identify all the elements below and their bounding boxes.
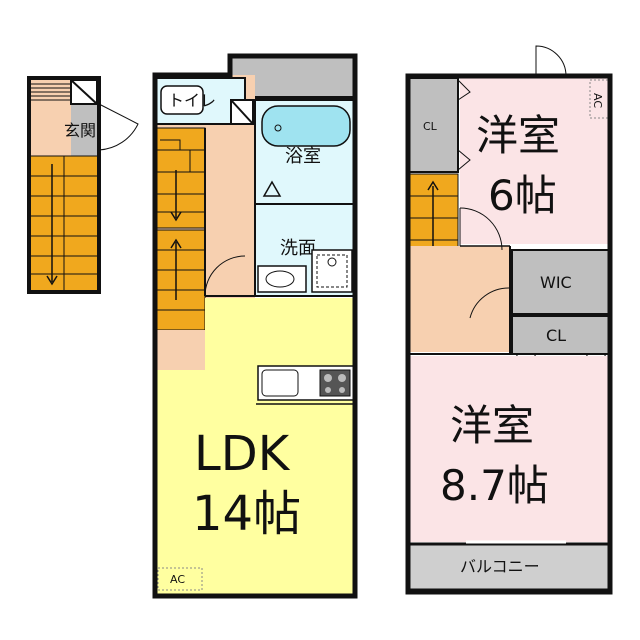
upper-room-door [535, 45, 567, 77]
stove [319, 369, 351, 397]
bath-label: 浴室 [285, 146, 321, 167]
western-room-1-label-line1: 洋室 [476, 111, 560, 160]
entrance-door-swing [98, 103, 139, 151]
balcony-label: バルコニー [460, 557, 540, 576]
entrance-stair-block: 玄関 [27, 76, 139, 294]
ldk-label-line1: LDK [194, 426, 291, 482]
closet-2 [511, 315, 611, 355]
wic-label: WIC [540, 273, 572, 292]
washroom-label: 洗面 [280, 238, 316, 259]
western-room-2 [408, 356, 610, 542]
entrance-hall-floor [31, 104, 71, 156]
upper-hall [408, 246, 510, 352]
closet-2-label: CL [546, 326, 566, 345]
entrance-tile [71, 104, 97, 156]
entrance-label: 玄関 [64, 121, 96, 140]
bedroom-floor-unit: CL WIC CL バルコニー AC [405, 45, 613, 595]
washing-machine [311, 249, 353, 293]
walk-in-closet [511, 249, 611, 315]
toilet-label: トイレ [168, 91, 216, 110]
ldk-label-line2: 14帖 [192, 486, 301, 542]
ldk-room [205, 298, 355, 596]
ldk-floor-unit: トイレ 浴室 洗面 [152, 53, 358, 599]
western-room-2-label-line1: 洋室 [450, 401, 534, 450]
ldk-ac-marker [157, 567, 203, 591]
wash-basin [257, 265, 307, 293]
closet-1-label: CL [423, 120, 438, 133]
western-room-2-label-line2: 8.7帖 [440, 461, 549, 510]
ldk-ac-label: AC [170, 573, 185, 586]
western-room-1-label-line2: 6帖 [488, 171, 557, 220]
bathtub [261, 105, 351, 147]
toilet-fixture [160, 85, 204, 115]
room1-ac-label: AC [591, 93, 604, 108]
